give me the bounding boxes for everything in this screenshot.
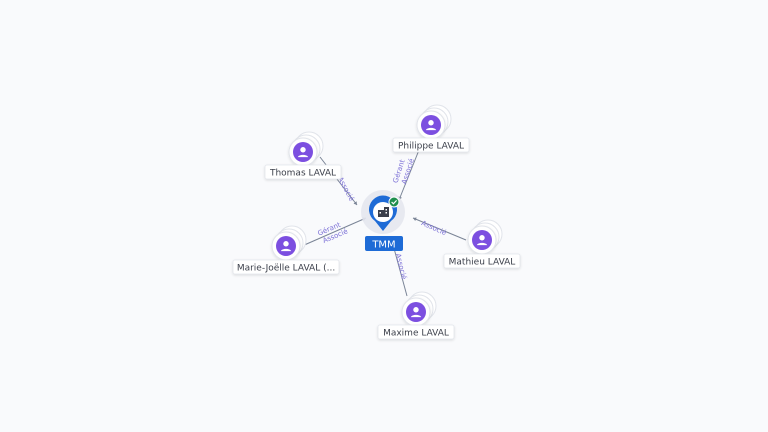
edge-line <box>412 217 467 241</box>
person-label-box <box>264 164 342 180</box>
person-label-box <box>232 259 340 275</box>
edge-line <box>398 149 420 201</box>
company-node[interactable]: TMM <box>361 190 405 251</box>
person-label-box <box>392 137 470 153</box>
relation-edge-mathieu: Associé <box>412 217 467 241</box>
building-icon <box>378 207 389 217</box>
person-name: Philippe LAVAL <box>398 142 464 152</box>
arrow-head-icon <box>353 201 357 205</box>
person-node-mathieu[interactable]: Mathieu LAVAL <box>443 219 521 269</box>
person-node-marie[interactable]: Marie-Joëlle LAVAL (... <box>232 225 340 275</box>
check-icon <box>388 196 400 208</box>
nodes-layer: Thomas LAVAL Philippe LAVAL Marie-Joëlle L… <box>232 104 521 340</box>
person-label-box <box>443 253 521 269</box>
person-label-box <box>377 324 455 340</box>
edge-role-label: Associé <box>420 219 447 237</box>
person-node-philippe[interactable]: Philippe LAVAL <box>392 104 470 153</box>
person-name: Maxime LAVAL <box>383 329 449 339</box>
company-badge <box>365 236 403 251</box>
person-name: Mathieu LAVAL <box>449 258 516 268</box>
person-name: Thomas LAVAL <box>269 169 336 179</box>
person-name: Marie-Joëlle LAVAL (... <box>237 264 335 274</box>
company-name: TMM <box>371 240 395 251</box>
relation-edge-thomas: Associé <box>319 156 358 206</box>
person-node-maxime[interactable]: Maxime LAVAL <box>377 291 455 340</box>
edge-role-label: Associé <box>336 175 355 202</box>
arrow-head-icon <box>413 217 417 222</box>
edge-line <box>301 217 367 247</box>
person-node-thomas[interactable]: Thomas LAVAL <box>264 131 342 180</box>
edge-role-label: Associé <box>394 253 408 281</box>
